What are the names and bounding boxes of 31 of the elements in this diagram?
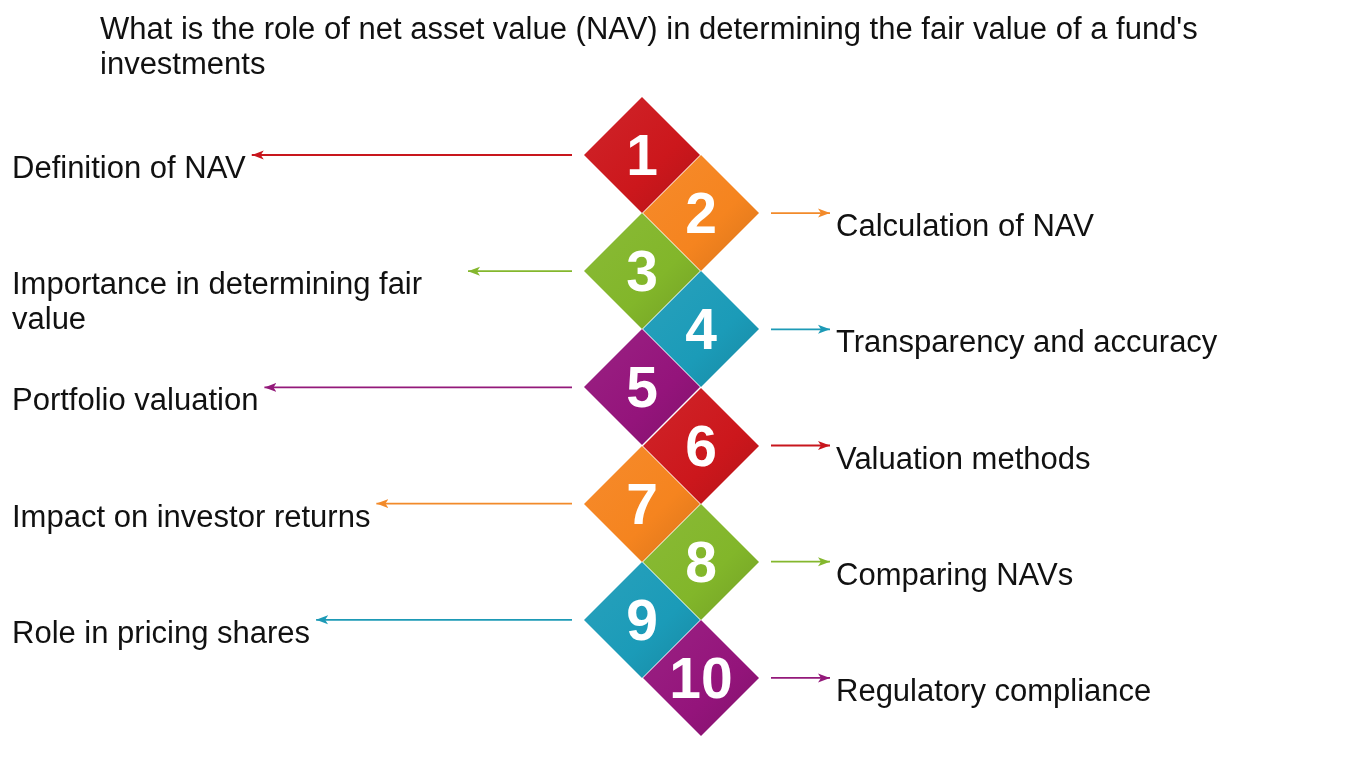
step-number: 7: [626, 478, 658, 529]
step-number: 3: [626, 246, 658, 297]
arrow: [770, 673, 831, 683]
item-label: Role in pricing shares: [12, 614, 311, 650]
arrow: [250, 150, 573, 160]
step-number: 8: [685, 536, 717, 587]
item-label: Impact on investor returns: [12, 498, 371, 534]
item-label: Calculation of NAV: [836, 208, 1094, 244]
arrow: [770, 557, 831, 567]
step-number: 5: [626, 362, 658, 413]
step-number: 6: [685, 420, 717, 471]
arrow: [375, 499, 573, 509]
step-number: 2: [685, 188, 717, 239]
item-label: Portfolio valuation: [12, 382, 259, 418]
step-number: 4: [685, 304, 717, 355]
item-label: Transparency and accuracy: [836, 324, 1218, 360]
title: What is the role of net asset value (NAV) in determining the fair value of a fund's investments: [100, 11, 1199, 81]
arrow: [263, 382, 573, 392]
arrow: [770, 441, 831, 450]
item-label: Importance in determining fair value: [12, 266, 424, 337]
arrow: [770, 208, 831, 218]
arrow: [467, 266, 573, 276]
arrow: [315, 615, 573, 625]
item-label: Valuation methods: [836, 440, 1091, 476]
step-number: 9: [626, 594, 658, 645]
item-label: Definition of NAV: [12, 150, 246, 185]
arrow: [770, 324, 831, 334]
step-number: 1: [626, 130, 658, 180]
item-label: Regulatory compliance: [836, 672, 1152, 708]
item-label: Comparing NAVs: [836, 556, 1074, 592]
step-number: 10: [669, 652, 733, 703]
